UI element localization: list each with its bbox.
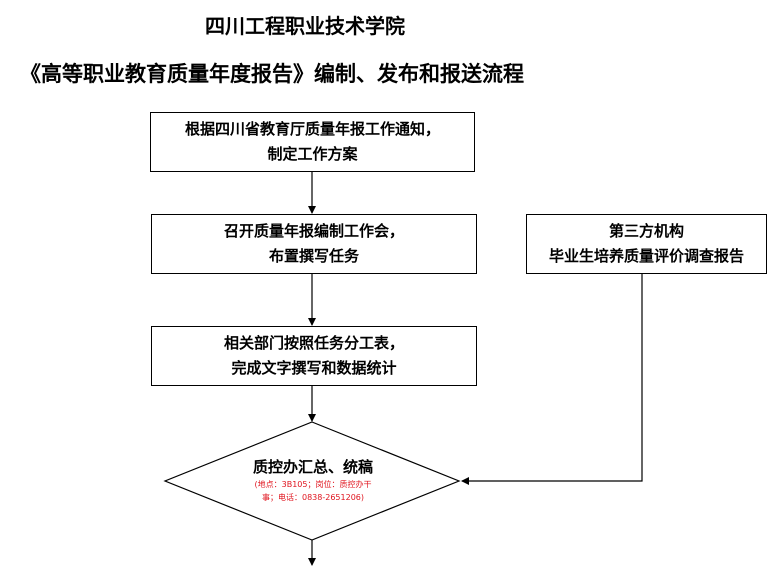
decision-label: 质控办汇总、统稿: [252, 458, 373, 476]
step-1-line1: 根据四川省教育厅质量年报工作通知，: [184, 120, 440, 138]
institution-title: 四川工程职业技术学院: [205, 14, 405, 38]
document-title: 《高等职业教育质量年度报告》编制、发布和报送流程: [20, 61, 524, 86]
step-3-box: 相关部门按照任务分工表， 完成文字撰写和数据统计: [151, 326, 477, 386]
third-party-box: 第三方机构 毕业生培养质量评价调查报告: [526, 214, 767, 274]
step-2-line1: 召开质量年报编制工作会，: [223, 222, 404, 240]
decision-note-line1: (地点：3B105；岗位：质控办干: [254, 480, 372, 489]
step-3-line1: 相关部门按照任务分工表，: [223, 334, 404, 352]
step-2-line2: 布置撰写任务: [268, 247, 359, 265]
step-2-box: 召开质量年报编制工作会， 布置撰写任务: [151, 214, 477, 274]
third-party-line2: 毕业生培养质量评价调查报告: [548, 247, 744, 265]
step-3-line2: 完成文字撰写和数据统计: [231, 359, 397, 377]
third-party-line1: 第三方机构: [608, 222, 684, 240]
decision-content: 质控办汇总、统稿 (地点：3B105；岗位：质控办干 事；电话：0838-265…: [213, 456, 413, 504]
arrow-thirdparty-to-decision: [461, 274, 643, 485]
step-1-line2: 制定工作方案: [267, 145, 358, 163]
step-1-box: 根据四川省教育厅质量年报工作通知， 制定工作方案: [150, 112, 475, 172]
decision-note-line2: 事；电话：0838-2651206): [262, 493, 364, 502]
